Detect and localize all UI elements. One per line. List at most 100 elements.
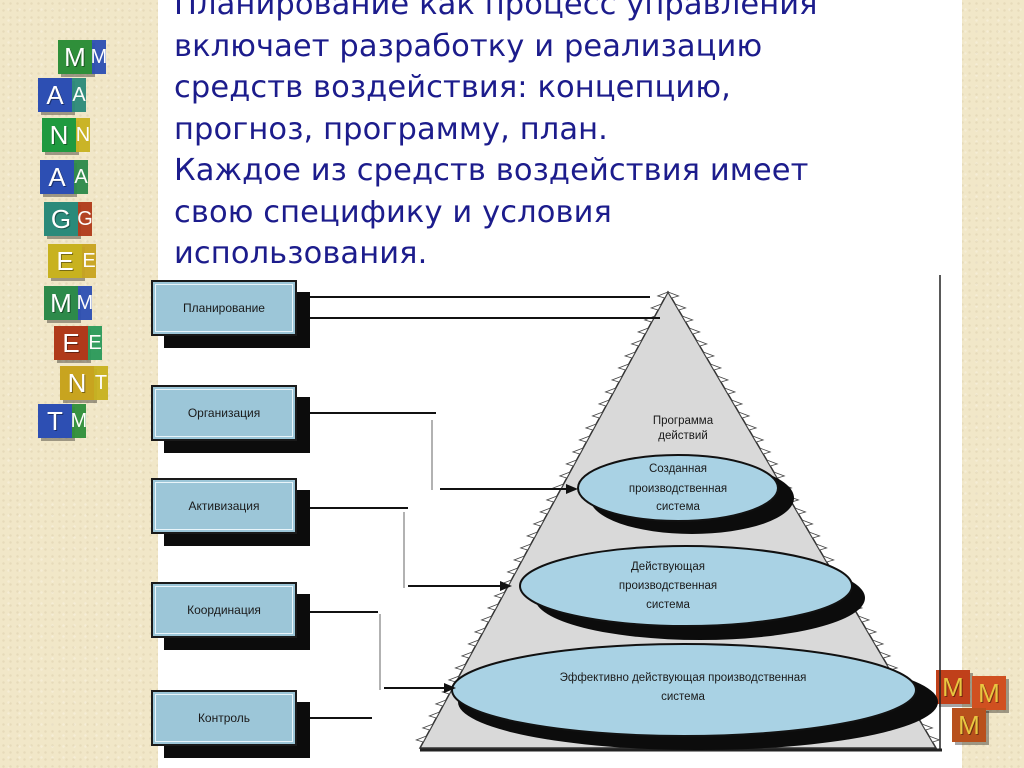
- letter-cube: M: [58, 40, 92, 74]
- edge-tooth: [512, 555, 526, 563]
- edge-tooth: [885, 663, 899, 671]
- function-label: Активизация: [188, 499, 260, 513]
- level-label-line: производственная: [629, 483, 727, 495]
- edge-tooth: [525, 531, 539, 539]
- edge-tooth: [467, 639, 480, 647]
- edge-tooth: [656, 291, 669, 299]
- edge-tooth: [486, 603, 500, 611]
- letter-cube: G: [44, 202, 78, 236]
- level-ellipse-effective-system: [451, 643, 917, 737]
- slide-heading: Планирование как процесс управления вклю…: [174, 0, 954, 275]
- edge-tooth: [674, 303, 687, 311]
- edge-tooth: [610, 375, 624, 383]
- edge-tooth: [815, 543, 828, 551]
- edge-tooth: [421, 723, 434, 731]
- function-box-coordination: Координация: [151, 582, 297, 638]
- heading-line: средств воздействия: концепцию,: [174, 70, 731, 105]
- edge-tooth: [584, 423, 598, 431]
- edge-tooth: [702, 351, 716, 359]
- heading-line: свою специфику и условия: [174, 194, 612, 230]
- letter-cube-side: E: [82, 244, 96, 278]
- letter-cube: M: [952, 708, 986, 742]
- level-ellipse-created-system: [577, 454, 779, 522]
- level-ellipse-operating-system: [519, 545, 853, 627]
- edge-tooth: [434, 699, 447, 707]
- heading-line: Планирование как процесс управления: [174, 0, 818, 22]
- letter-cube: N: [60, 366, 94, 400]
- edge-tooth: [539, 507, 552, 515]
- edge-tooth: [744, 423, 758, 431]
- edge-tooth: [545, 495, 558, 503]
- edge-tooth: [737, 411, 751, 419]
- letter-cube: N: [42, 118, 76, 152]
- connector-lines: [306, 296, 660, 719]
- edge-tooth: [558, 471, 571, 479]
- function-box-activation: Активизация: [151, 478, 297, 534]
- level-label-line: система: [646, 599, 690, 611]
- edge-tooth: [808, 531, 821, 539]
- letter-cube-side: A: [74, 160, 88, 194]
- function-box-control: Контроль: [151, 690, 297, 746]
- level-label-line: Действующая: [631, 561, 705, 573]
- connector-verticals: [379, 420, 433, 690]
- edge-tooth: [765, 459, 779, 467]
- edge-tooth: [636, 327, 650, 335]
- function-box-planning: Планирование: [151, 280, 297, 336]
- heading-line: прогноз, программу, план.: [174, 111, 608, 147]
- edge-tooth: [928, 735, 941, 743]
- letter-cube-side: T: [94, 366, 108, 400]
- edge-tooth: [871, 639, 885, 647]
- edge-tooth: [578, 435, 591, 443]
- letter-cube: M: [936, 670, 970, 704]
- function-label: Координация: [187, 603, 261, 617]
- level-label-line: система: [661, 691, 705, 703]
- function-label: Контроль: [197, 711, 251, 725]
- edge-tooth: [454, 663, 467, 671]
- edge-tooth: [604, 387, 617, 395]
- edge-tooth: [688, 327, 701, 335]
- heading-line: Каждое из средств воздействия имеет: [174, 153, 809, 188]
- edge-tooth: [801, 519, 814, 527]
- letter-cube: A: [38, 78, 72, 112]
- edge-tooth: [506, 567, 519, 575]
- connector-arrowheads: [444, 484, 578, 693]
- edge-tooth: [695, 339, 709, 347]
- edge-tooth: [571, 447, 585, 455]
- edge-tooth: [723, 387, 737, 395]
- edge-tooth: [716, 375, 730, 383]
- edge-tooth: [532, 519, 545, 527]
- edge-tooth: [493, 591, 506, 599]
- edge-tooth: [565, 459, 578, 467]
- heading-line: включает разработку и реализацию: [174, 28, 763, 64]
- letter-cube-side: E: [88, 326, 102, 360]
- edge-tooth: [878, 651, 892, 659]
- level-label-line: Созданная: [649, 463, 707, 475]
- edge-tooth: [681, 315, 694, 323]
- edge-tooth: [822, 555, 835, 563]
- edge-tooth: [630, 339, 643, 347]
- edge-tooth: [460, 651, 474, 659]
- function-box-organization: Организация: [151, 385, 297, 441]
- edge-tooth: [480, 615, 493, 623]
- letter-cube-side: G: [77, 202, 93, 236]
- edge-tooth: [709, 363, 723, 371]
- level-label-line: система: [656, 501, 700, 513]
- heading-line: использования.: [174, 236, 428, 271]
- level-label-line: Эффективно действующая производственная: [560, 672, 807, 684]
- letter-cube-side: M: [71, 404, 87, 438]
- edge-tooth: [730, 399, 744, 407]
- edge-tooth: [415, 735, 428, 743]
- edge-tooth: [519, 543, 532, 551]
- letter-cube: M: [44, 286, 78, 320]
- letter-cube: E: [48, 244, 82, 278]
- edge-tooth: [617, 363, 630, 371]
- edge-tooth: [649, 303, 663, 311]
- edge-tooth: [857, 615, 871, 623]
- edge-tooth: [591, 411, 604, 419]
- edge-tooth: [597, 399, 611, 407]
- edge-tooth: [623, 351, 637, 359]
- edge-tooth: [794, 507, 807, 515]
- edge-tooth: [920, 723, 934, 731]
- edge-tooth: [758, 447, 772, 455]
- letter-cube: E: [54, 326, 88, 360]
